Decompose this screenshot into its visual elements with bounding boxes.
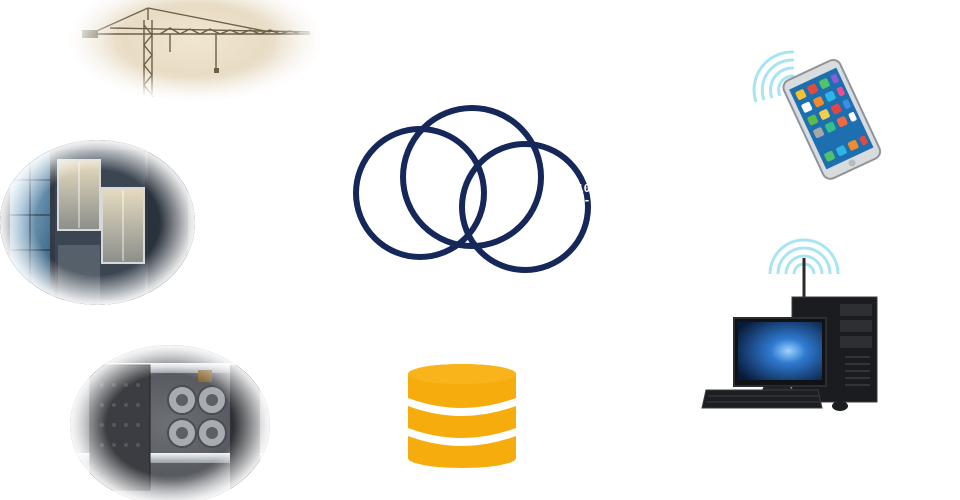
desktop-computer-icon bbox=[701, 238, 878, 411]
smartphone bbox=[750, 40, 900, 185]
tower-crane-icon bbox=[82, 7, 311, 100]
cloud-icon bbox=[353, 105, 591, 273]
desktop-computer bbox=[700, 222, 885, 417]
injection-mold-icon bbox=[70, 363, 270, 491]
cloud: 01 00 10 10 0- 10 bbox=[340, 105, 600, 280]
injection-mold-image bbox=[70, 345, 270, 500]
elevator-image bbox=[0, 140, 195, 305]
wireless-signal-icon bbox=[752, 50, 795, 103]
binary-text-right: 10 0- bbox=[577, 182, 591, 207]
binary-text-bottom: 10 bbox=[446, 257, 460, 270]
database-icon bbox=[408, 364, 516, 468]
elevator-icon bbox=[10, 150, 188, 300]
binary-text-left: 01 00 10 bbox=[340, 182, 354, 219]
tower-crane-image bbox=[70, 0, 320, 100]
database bbox=[405, 362, 520, 474]
smartphone-icon bbox=[752, 50, 882, 180]
